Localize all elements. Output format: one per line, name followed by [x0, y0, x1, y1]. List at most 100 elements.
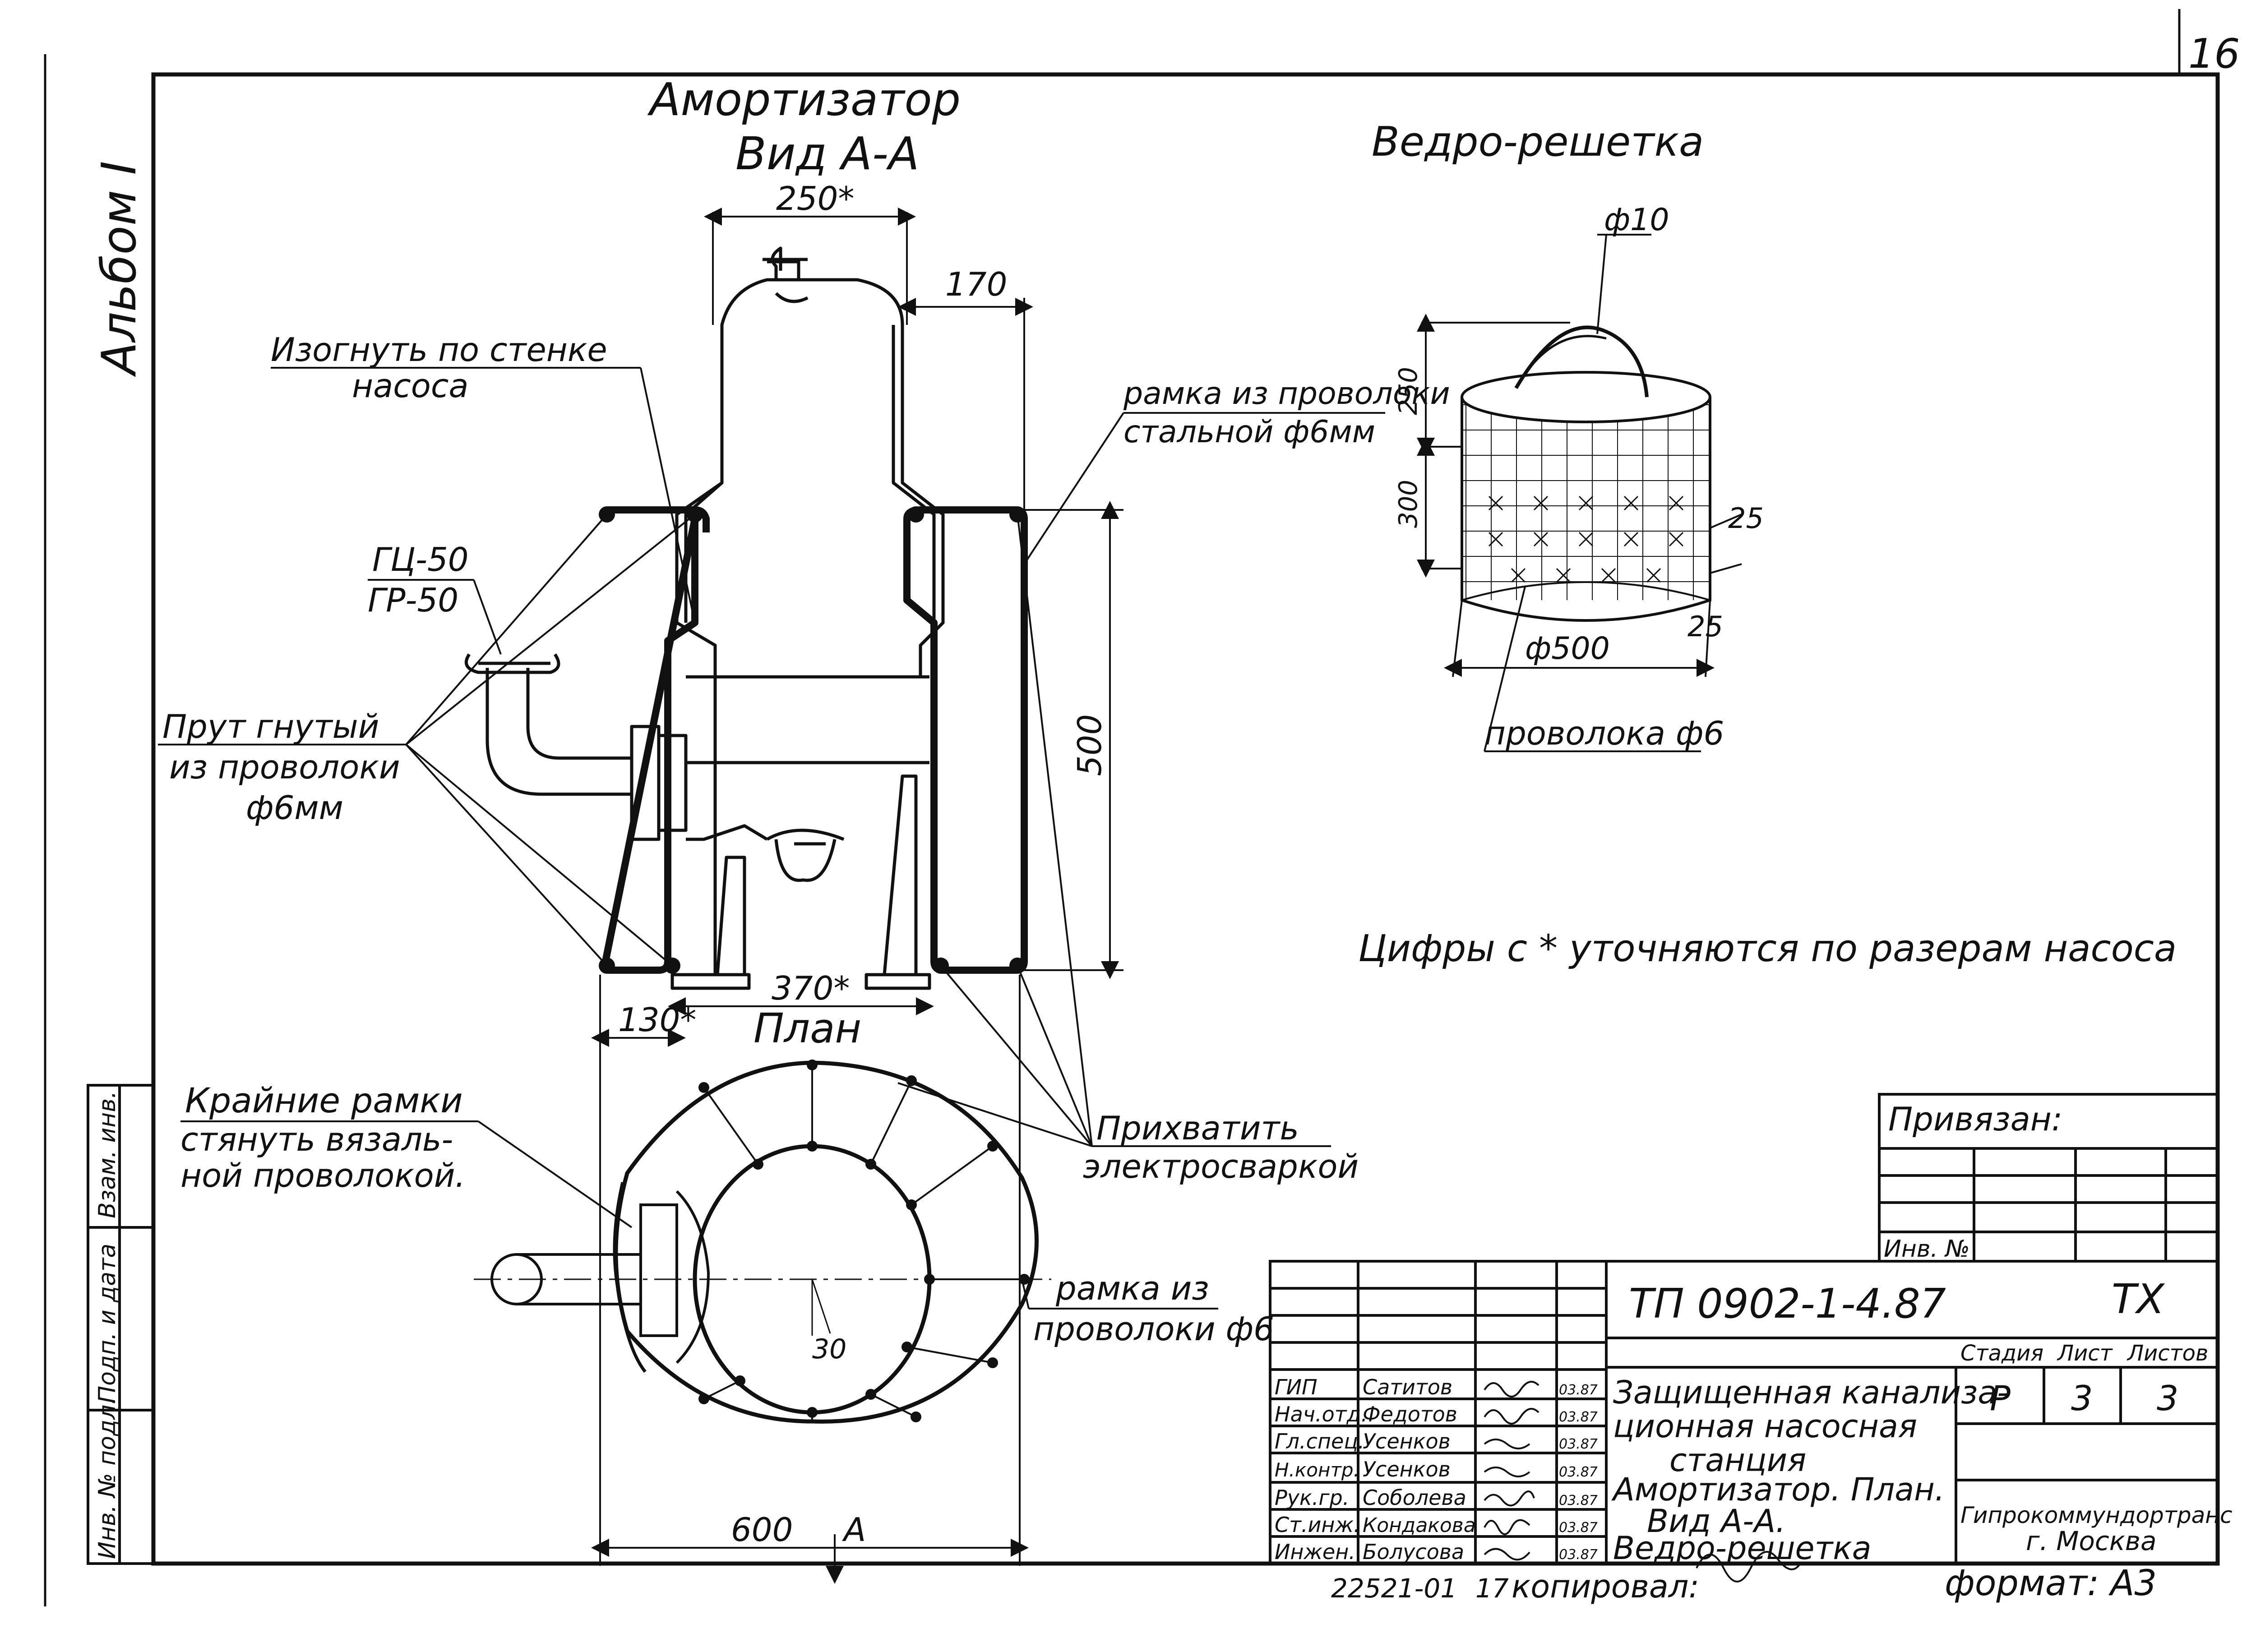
bucket-dim-phi10: ф10 — [1604, 202, 1669, 238]
callout-frame-wire-1: рамка из проволоки — [1123, 376, 1450, 412]
weld-points — [599, 506, 1026, 974]
role-name: Усенков — [1363, 1457, 1451, 1481]
sheet-title-1: Амортизатор. План. — [1611, 1471, 1945, 1508]
callout-frame-wire-2: стальной ф6мм — [1123, 414, 1375, 450]
leader-lines-aa — [158, 367, 1385, 1147]
section-code: ТХ — [2112, 1276, 2165, 1323]
callout-rod-3: ф6мм — [246, 789, 343, 827]
sheet-title-3: Ведро-решетка — [1613, 1530, 1872, 1567]
sheet-value: 3 — [2071, 1378, 2093, 1418]
role-name: Болусова — [1363, 1540, 1464, 1564]
plan-weld-points — [698, 1060, 1030, 1422]
callout-bucket-wire: проволока ф6 — [1484, 714, 1724, 752]
left-frame — [601, 506, 710, 974]
org-name-1: Гипрокоммундортранс — [1960, 1502, 2232, 1528]
dim-500: 500 — [1071, 714, 1109, 776]
bucket-dim-phi500: ф500 — [1525, 631, 1610, 666]
sheet-header: Лист — [2057, 1341, 2113, 1366]
role-date: 03.87 — [1559, 1520, 1598, 1536]
plan-outer-frame — [614, 1060, 1039, 1424]
dim-130: 130* — [618, 1001, 696, 1039]
page-number: 16 — [2188, 30, 2240, 78]
bucket-dim-25b: 25 — [1687, 610, 1723, 643]
album-label: Альбом I — [92, 161, 147, 377]
callout-rod-1: Прут гнутый — [162, 708, 379, 745]
archive-number: 22521-01 — [1331, 1573, 1457, 1604]
bucket-dimension-lines — [1417, 234, 1742, 752]
role-label: Нач.отд. — [1275, 1402, 1368, 1426]
copied-by-label: копировал: — [1512, 1568, 1699, 1605]
roles-table: ГИП Сатитов 03.87 Нач.отд. Федотов 03.87… — [1275, 1375, 1598, 1564]
title-block — [1269, 1260, 2219, 1565]
dimension-lines-aa — [591, 208, 1123, 1584]
bucket-dim-250: 250 — [1394, 367, 1423, 415]
shock-absorber-title: Амортизатор — [647, 73, 961, 126]
inv-podl-label: Инв. № подл. — [94, 1397, 121, 1559]
role-label: Гл.спец. — [1275, 1429, 1364, 1453]
binding-label: Привязан: — [1888, 1100, 2062, 1138]
role-date: 03.87 — [1559, 1382, 1598, 1398]
role-date: 03.87 — [1559, 1464, 1598, 1480]
role-date: 03.87 — [1559, 1409, 1598, 1425]
dim-370: 370* — [772, 969, 850, 1007]
role-date: 03.87 — [1559, 1493, 1598, 1509]
podp-data-label: Подп. и дата — [94, 1244, 121, 1403]
org-name-2: г. Москва — [2026, 1526, 2157, 1556]
callout-outer-frames-2: стянуть вязаль- — [180, 1120, 453, 1158]
view-aa-title: Вид А-А — [735, 127, 919, 180]
role-label: ГИП — [1275, 1375, 1318, 1399]
role-name: Усенков — [1363, 1429, 1451, 1453]
callout-outer-frames-1: Крайние рамки — [185, 1080, 463, 1120]
drawing-frame — [44, 9, 2220, 1606]
role-name: Соболева — [1363, 1485, 1466, 1510]
doc-code: ТП 0902-1-4.87 — [1629, 1280, 1946, 1328]
callout-plan-frame-1: рамка из — [1055, 1269, 1209, 1307]
bucket-cross-hatch — [1488, 495, 1684, 583]
dim-30: 30 — [812, 1333, 846, 1365]
callout-outer-frames-3: ной проволокой. — [180, 1157, 465, 1194]
role-label: Ст.инж. — [1275, 1513, 1360, 1537]
plan-spokes — [703, 1063, 1024, 1421]
callout-bend-wall-2: насоса — [352, 367, 469, 405]
sheets-value: 3 — [2157, 1378, 2178, 1418]
signatures — [1484, 1381, 1801, 1583]
role-label: Рук.гр. — [1275, 1485, 1349, 1510]
callout-plan-frame-2: проволоки ф6 — [1033, 1310, 1274, 1348]
sheets-header: Листов — [2127, 1341, 2208, 1366]
callout-rod-2: из проволоки — [169, 748, 400, 786]
dim-170: 170 — [945, 265, 1007, 303]
callout-weld-2: электросваркой — [1083, 1148, 1359, 1185]
stage-value: Р — [1990, 1378, 2011, 1418]
plan-title: План — [754, 1005, 861, 1052]
bucket-dim-300: 300 — [1394, 480, 1423, 528]
dim-250: 250* — [776, 180, 854, 217]
plan-angle-line-2 — [811, 1279, 831, 1334]
binding-inv-label: Инв. № — [1884, 1236, 1970, 1263]
project-name-1: Защищенная канализа- — [1613, 1374, 2008, 1411]
role-label: Н.контр. — [1275, 1459, 1359, 1481]
format-label: формат: А3 — [1945, 1563, 2157, 1604]
right-frame — [903, 506, 1028, 974]
pump-section-drawing — [464, 246, 945, 990]
callout-gc50: ГЦ-50 — [372, 541, 469, 578]
role-name: Федотов — [1363, 1402, 1457, 1426]
callout-weld-1: Прихватить — [1096, 1109, 1299, 1147]
section-mark-a: А — [842, 1511, 866, 1549]
bucket-title: Ведро-решетка — [1372, 118, 1704, 166]
copy-number: 17 — [1475, 1573, 1509, 1604]
side-stamp — [87, 1084, 155, 1565]
stage-header: Стадия — [1960, 1341, 2043, 1366]
callout-gr50: ГР-50 — [368, 581, 458, 619]
role-date: 03.87 — [1559, 1436, 1598, 1452]
project-name-3: станция — [1669, 1442, 1806, 1479]
sheet-title-2: Вид А-А. — [1647, 1503, 1785, 1540]
dim-600: 600 — [731, 1511, 793, 1549]
role-date: 03.87 — [1559, 1547, 1598, 1563]
role-name: Сатитов — [1363, 1375, 1452, 1399]
plan-drawing — [613, 1060, 1039, 1424]
callout-bend-wall-1: Изогнуть по стенке — [271, 331, 607, 369]
note-text: Цифры с * уточняются по разерам насоса — [1358, 927, 2177, 970]
bucket-drawing — [1461, 325, 1711, 622]
project-name-2: ционная насосная — [1613, 1408, 1917, 1445]
